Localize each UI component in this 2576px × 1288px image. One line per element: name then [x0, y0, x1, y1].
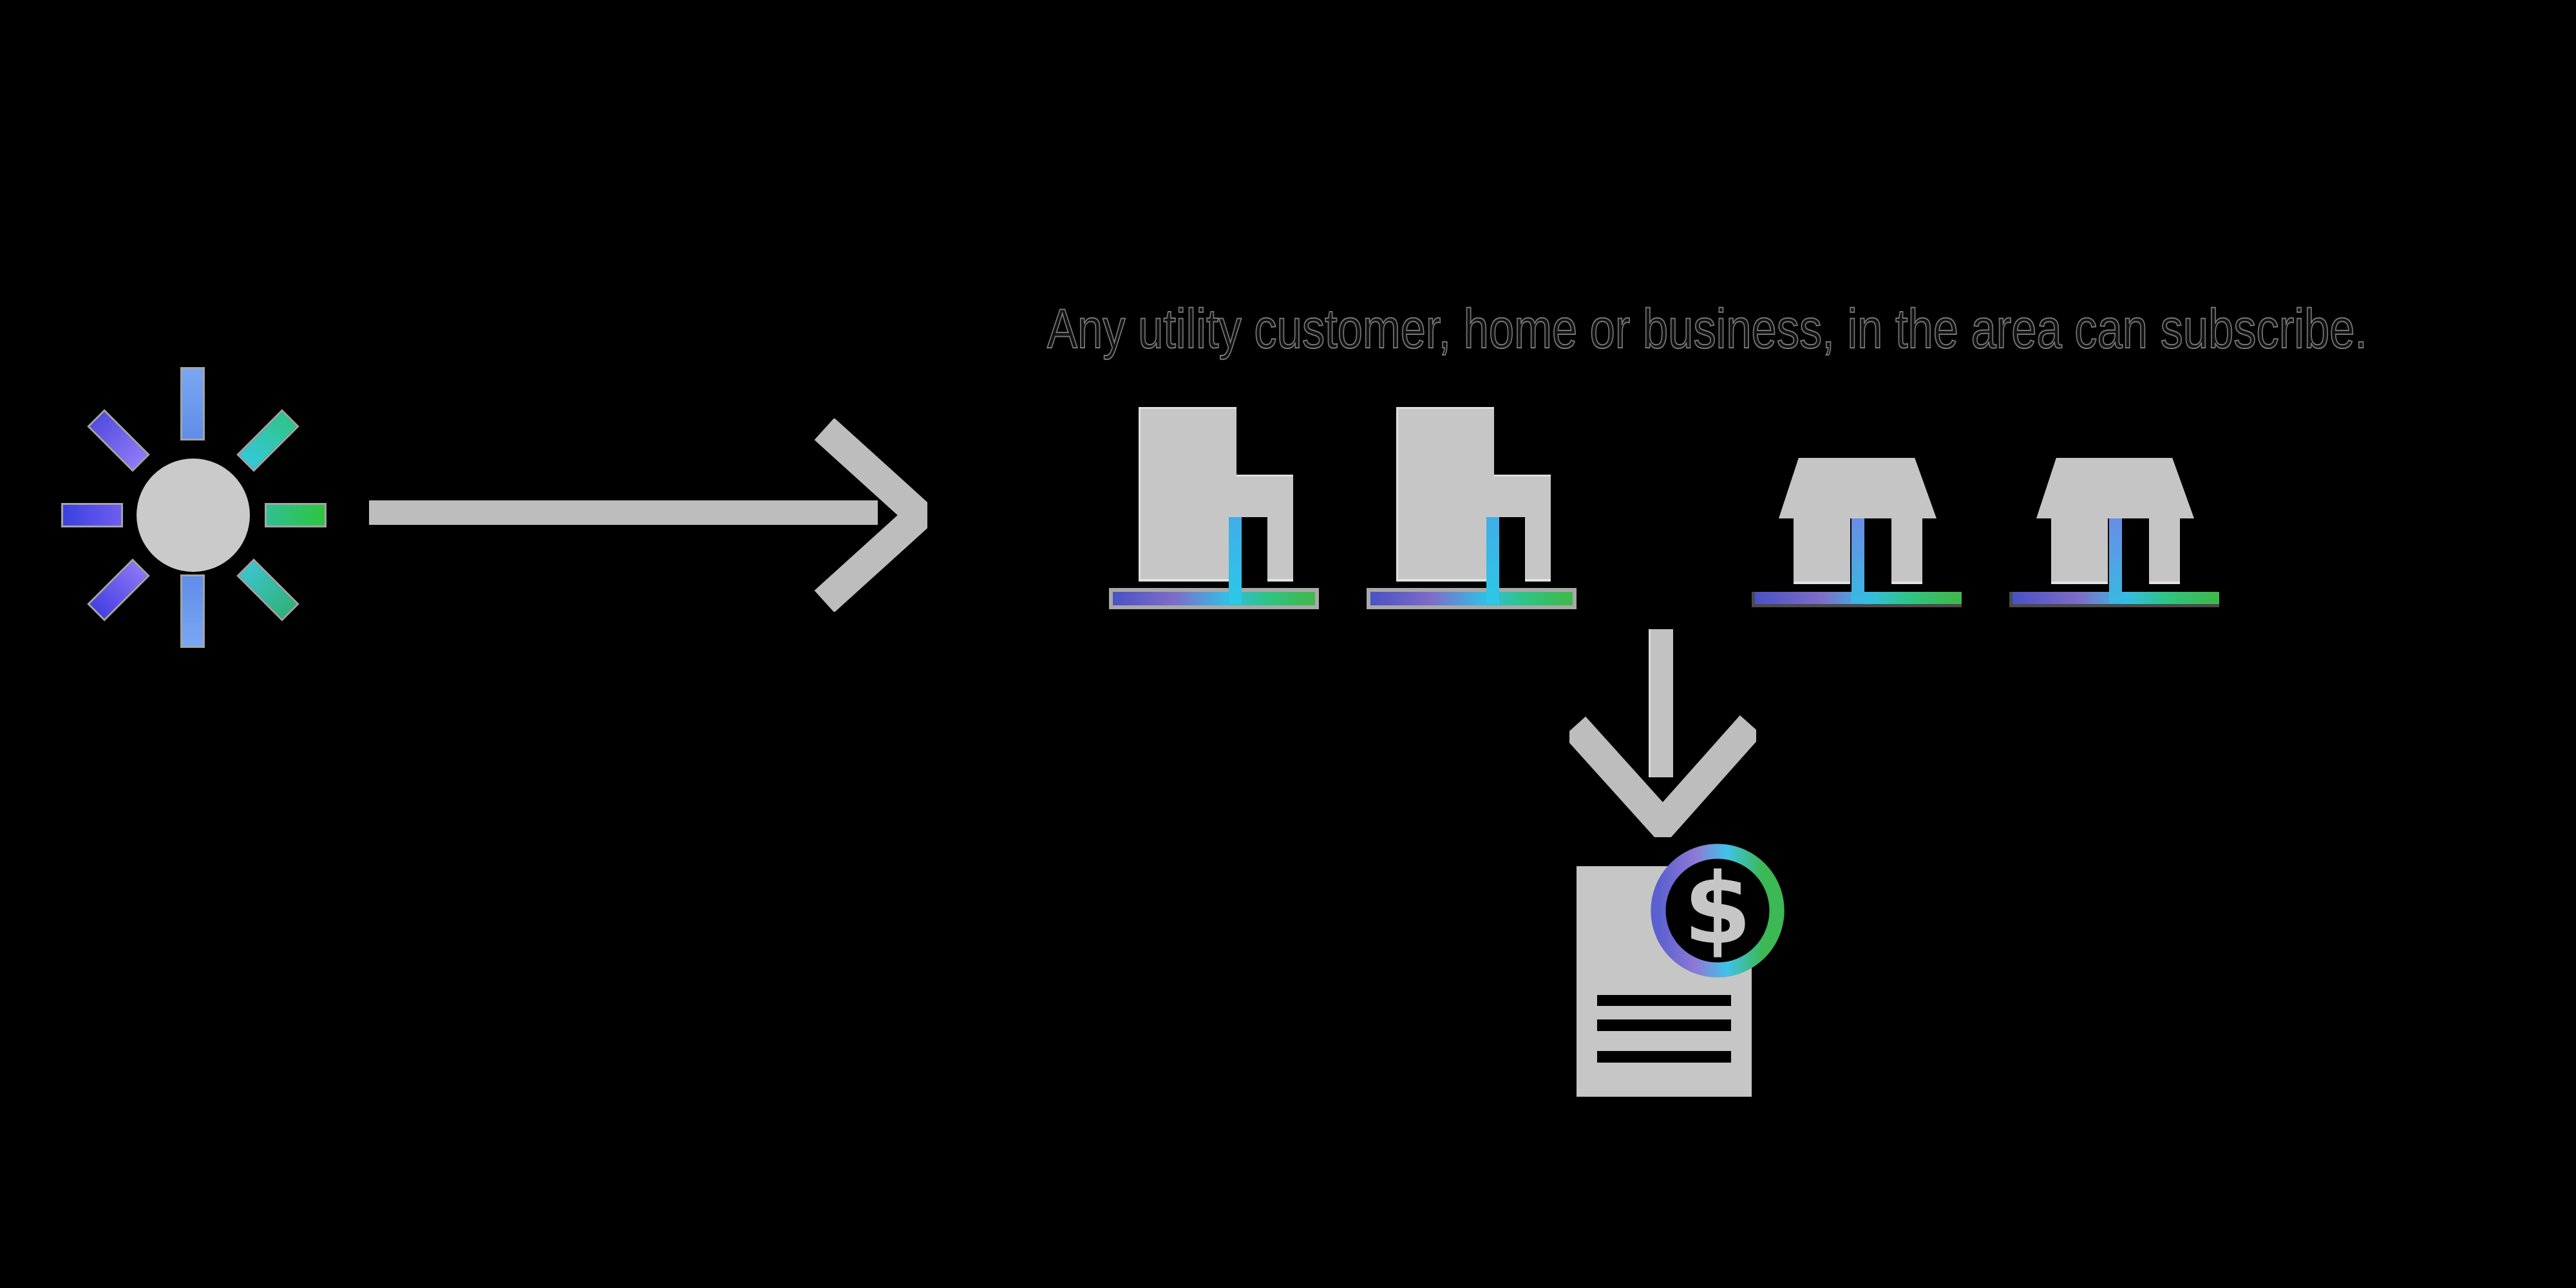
arrow-right-head-icon: [814, 419, 927, 612]
building-icon-1: [1109, 404, 1319, 611]
house-wall-left: [2051, 518, 2108, 584]
sun-ray-top-right: [236, 409, 299, 472]
bill-text-line: [1597, 995, 1731, 1006]
building-annex-wall: [1525, 517, 1551, 582]
house-wall-left: [1794, 518, 1850, 584]
sun-ray-bottom-right: [236, 558, 299, 621]
energy-pipe: [2109, 518, 2122, 603]
bill-text-line: [1597, 1019, 1731, 1031]
dollar-sign: $: [1683, 851, 1752, 966]
building-annex-roof: [1236, 475, 1293, 517]
house-roof: [1779, 458, 1937, 518]
arrow-down-head-icon: [1569, 715, 1756, 837]
arrow-down-shaft: [1649, 629, 1673, 777]
energy-pipe: [1852, 518, 1864, 603]
caption-text: Any utility customer, home or business, …: [1046, 298, 2368, 360]
sun-ray-right: [265, 503, 327, 527]
sun-ray-bottom: [180, 574, 205, 648]
coin-ring: [1651, 844, 1785, 978]
house-wall-right: [1891, 518, 1922, 584]
sun-ray-top-left: [87, 409, 150, 472]
sun-core: [137, 459, 250, 572]
building-icon-2: [1367, 404, 1577, 611]
house-icon-1: [1752, 456, 1962, 611]
ground-gradient-bar: [1367, 588, 1577, 609]
dollar-coin-icon: $: [1650, 843, 1785, 978]
sun-ray-bottom-left: [87, 558, 150, 621]
building-annex-wall: [1267, 517, 1293, 582]
house-roof: [2036, 458, 2194, 518]
house-icon-2: [2009, 456, 2219, 611]
building-annex-roof: [1494, 475, 1551, 517]
sun-ray-left: [61, 503, 123, 527]
energy-pipe: [1229, 517, 1242, 604]
bill-text-line: [1597, 1051, 1731, 1063]
energy-pipe: [1486, 517, 1499, 604]
arrow-right-shaft: [369, 500, 878, 525]
sun-icon: [61, 367, 327, 648]
building-tower: [1139, 407, 1236, 582]
sun-ray-top: [180, 367, 205, 440]
ground-gradient-bar: [1109, 588, 1319, 609]
house-wall-right: [2149, 518, 2180, 584]
building-tower: [1396, 407, 1494, 582]
